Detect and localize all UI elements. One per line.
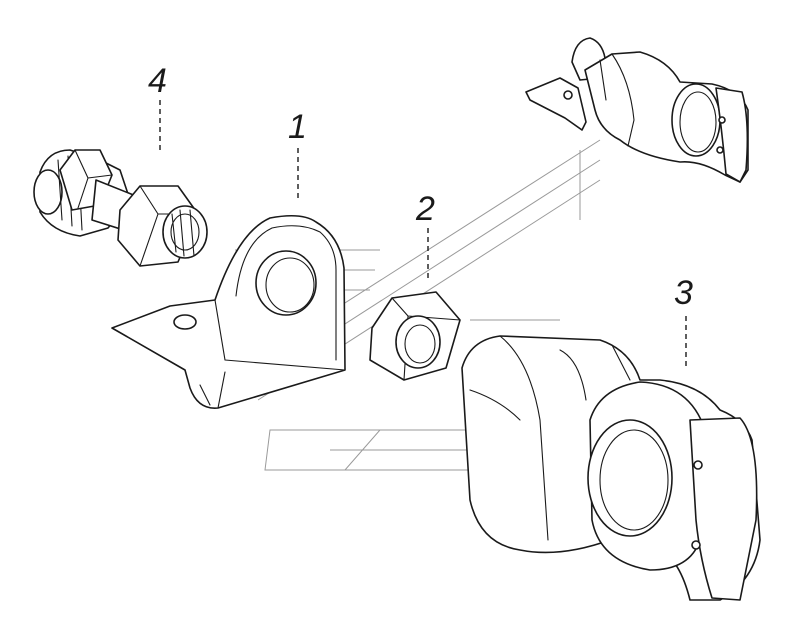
callout-1: 1 — [288, 108, 307, 146]
assembled-coupling-head — [525, 37, 749, 183]
part-1-bracket — [111, 214, 346, 409]
part-3-coupling-head — [461, 335, 761, 601]
part-4-fitting — [33, 149, 208, 267]
callout-2: 2 — [415, 190, 435, 228]
callout-4: 4 — [148, 62, 167, 100]
callout-3: 3 — [674, 274, 693, 312]
part-2-hex-nut — [369, 291, 461, 381]
